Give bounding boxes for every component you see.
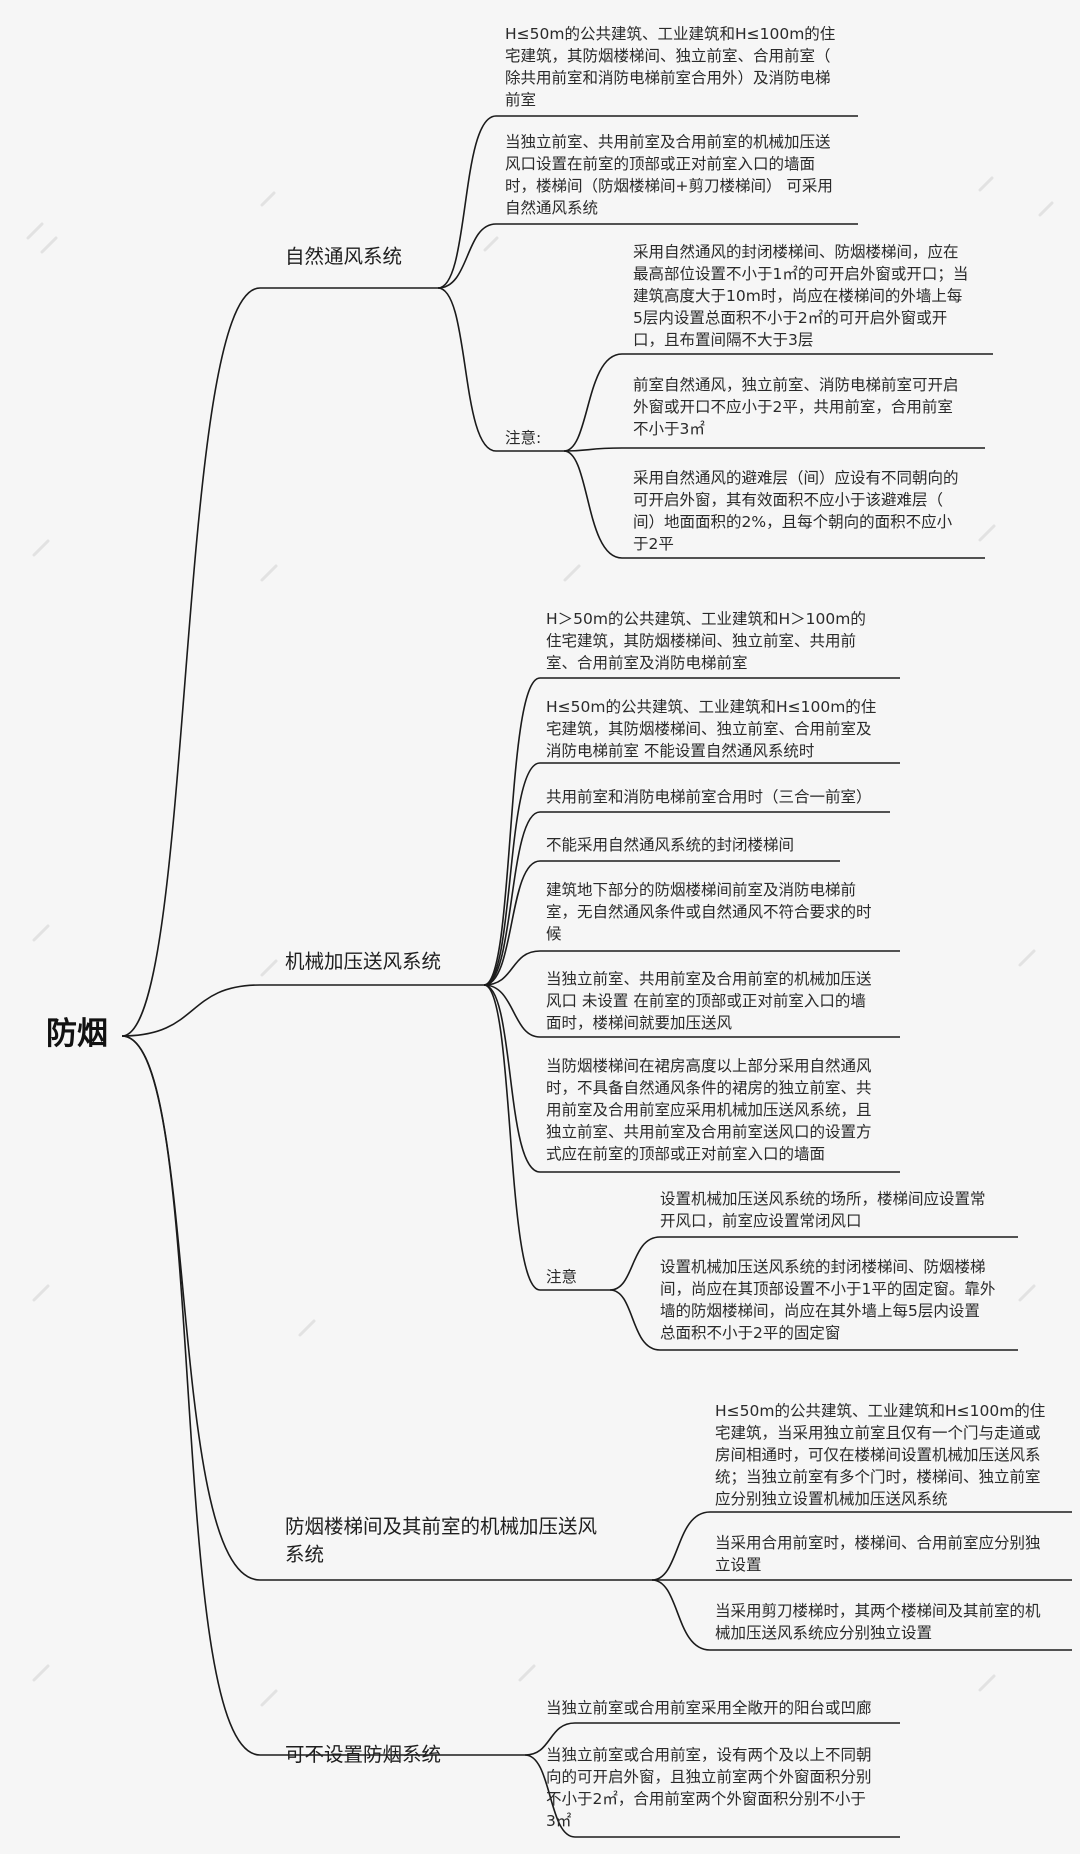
branch-no-smoke-control: 可不设置防烟系统: [285, 1743, 442, 1766]
natural-vent-note-item-2: 前室自然通风，独立前室、消防电梯前室可开启 外窗或开口不应小于2平，共用前室，合…: [633, 376, 959, 438]
natural-vent-note-item-1: 采用自然通风的封闭楼梯间、防烟楼梯间，应在 最高部位设置不小于1㎡的可开启外窗或…: [633, 243, 969, 349]
stairwell-item-1: H≤50m的公共建筑、工业建筑和H≤100m的住 宅建筑，当采用独立前室且仅有一…: [715, 1402, 1046, 1508]
mech-item-3: 共用前室和消防电梯前室合用时（三合一前室）: [546, 788, 872, 806]
branch-natural-ventilation: 自然通风系统: [285, 245, 403, 268]
mech-note-label: 注意: [546, 1268, 578, 1286]
natural-vent-item-1: H≤50m的公共建筑、工业建筑和H≤100m的住 宅建筑，其防烟楼梯间、独立前室…: [505, 25, 836, 109]
natural-vent-item-2: 当独立前室、共用前室及合用前室的机械加压送 风口设置在前室的顶部或正对前室入口的…: [505, 133, 833, 217]
natural-vent-note-item-3: 采用自然通风的避难层（间）应设有不同朝向的 可开启外窗，其有效面积不应小于该避难…: [633, 469, 959, 553]
root-topic: 防烟: [46, 1016, 108, 1052]
mech-item-4: 不能采用自然通风系统的封闭楼梯间: [546, 836, 795, 854]
mech-item-1: H＞50m的公共建筑、工业建筑和H＞100m的 住宅建筑，其防烟楼梯间、独立前室…: [546, 610, 866, 672]
mech-item-5: 建筑地下部分的防烟楼梯间前室及消防电梯前 室，无自然通风条件或自然通风不符合要求…: [546, 881, 872, 943]
no-smoke-item-2: 当独立前室或合用前室，设有两个及以上不同朝 向的可开启外窗，且独立前室两个外窗面…: [546, 1746, 872, 1830]
mech-item-2: H≤50m的公共建筑、工业建筑和H≤100m的住 宅建筑，其防烟楼梯间、独立前室…: [546, 698, 877, 760]
stairwell-item-2: 当采用合用前室时，楼梯间、合用前室应分别独 立设置: [715, 1534, 1041, 1574]
mech-note-item-2: 设置机械加压送风系统的封闭楼梯间、防烟楼梯 间，尚应在其顶部设置不小于1平的固定…: [660, 1258, 996, 1342]
branch-mechanical-pressurization: 机械加压送风系统: [285, 950, 442, 973]
mech-note-item-1: 设置机械加压送风系统的场所，楼梯间应设置常 开风口，前室应设置常闭风口: [660, 1190, 986, 1230]
branch-stairwell-pressurization: 防烟楼梯间及其前室的机械加压送风 系统: [285, 1515, 598, 1566]
mech-item-6: 当独立前室、共用前室及合用前室的机械加压送 风口 未设置 在前室的顶部或正对前室…: [546, 970, 872, 1032]
no-smoke-item-1: 当独立前室或合用前室采用全敞开的阳台或凹廊: [546, 1699, 872, 1717]
mech-item-7: 当防烟楼梯间在裙房高度以上部分采用自然通风 时，不具备自然通风条件的裙房的独立前…: [546, 1057, 872, 1163]
natural-vent-note-label: 注意:: [505, 429, 542, 447]
stairwell-item-3: 当采用剪刀楼梯时，其两个楼梯间及其前室的机 械加压送风系统应分别独立设置: [715, 1602, 1041, 1642]
